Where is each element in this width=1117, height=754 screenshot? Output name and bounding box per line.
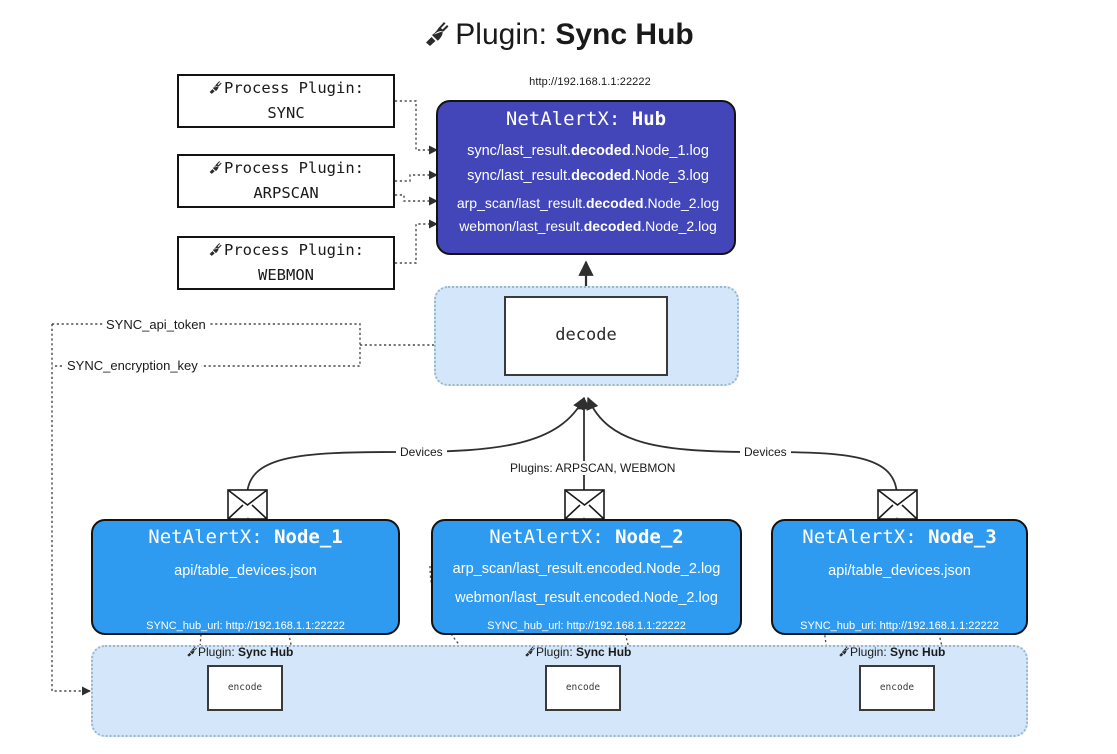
decode-label: decode: [555, 325, 617, 345]
process-plugin-header-text: Process Plugin:: [224, 79, 364, 97]
hub-log-line: arp_scan/last_result.decoded.Node_2.log: [440, 195, 736, 211]
process-plugin-header: Process Plugin:: [177, 79, 395, 97]
node-title-prefix: NetAlertX:: [802, 526, 929, 548]
hub-log-pre: sync/last_result.: [467, 168, 572, 184]
hub-log-post: .Node_3.log: [630, 168, 709, 184]
process-plugin-name: WEBMON: [258, 266, 314, 284]
encoder-plugin-tag: Plugin: Sync Hub: [186, 645, 293, 659]
encode-label: encode: [565, 682, 601, 693]
hub-log-mid: decoded: [571, 168, 631, 184]
decode-box[interactable]: [504, 296, 668, 376]
node-item: webmon/last_result.encoded.Node_2.log: [455, 590, 718, 606]
encoder-plugin-tag: Plugin: Sync Hub: [838, 645, 945, 659]
node-title-name: Node_1: [274, 526, 343, 548]
hub-box[interactable]: [436, 100, 736, 255]
plug-icon: [208, 161, 223, 178]
node-title: NetAlertX: Node_3: [771, 526, 1028, 548]
process-plugin-name: ARPSCAN: [253, 184, 319, 202]
hub-log-line: webmon/last_result.decoded.Node_2.log: [440, 218, 736, 234]
node-footer: SYNC_hub_url: http://192.168.1.1:22222: [487, 620, 686, 632]
hub-url-label: http://192.168.1.1:22222: [529, 76, 651, 88]
encoder-plugin-tag: Plugin: Sync Hub: [524, 645, 631, 659]
node-title: NetAlertX: Node_2: [431, 526, 742, 548]
encoder-tag-prefix: Plugin:: [536, 645, 577, 659]
hub-log-line: sync/last_result.decoded.Node_3.log: [440, 168, 736, 184]
hub-log-mid: decoded: [583, 218, 642, 234]
node-footer: SYNC_hub_url: http://192.168.1.1:22222: [800, 620, 999, 632]
encode-box[interactable]: [207, 665, 283, 711]
node-title-name: Node_3: [928, 526, 997, 548]
hub-log-pre: webmon/last_result.: [459, 218, 584, 234]
encoder-tag-prefix: Plugin:: [850, 645, 891, 659]
title-name: Sync Hub: [555, 18, 694, 51]
plug-icon: [186, 646, 198, 660]
node-title-prefix: NetAlertX:: [148, 526, 275, 548]
node-footer: SYNC_hub_url: http://192.168.1.1:22222: [146, 620, 345, 632]
node-box-node-3[interactable]: [771, 519, 1028, 635]
sync-encryption-key-label: SYNC_encryption_key: [64, 358, 201, 373]
hub-log-post: .Node_2.log: [641, 218, 717, 234]
node-item: arp_scan/last_result.encoded.Node_2.log: [452, 561, 721, 577]
hub-log-pre: sync/last_result.: [467, 143, 572, 159]
hub-log-post: .Node_2.log: [643, 195, 720, 211]
process-plugin-header: Process Plugin:: [177, 241, 395, 259]
title-prefix: Plugin:: [455, 18, 556, 51]
plug-icon: [208, 243, 223, 260]
encode-box[interactable]: [545, 665, 621, 711]
encode-label: encode: [227, 682, 263, 693]
hub-title: NetAlertX: Hub: [436, 108, 736, 130]
page-title: Plugin: Sync Hub: [0, 14, 1117, 56]
process-plugin-box-arpscan[interactable]: [177, 154, 395, 208]
edge-label-plugins: Plugins: ARPSCAN, WEBMON: [506, 461, 680, 475]
node-title: NetAlertX: Node_1: [91, 526, 400, 548]
hub-log-mid: decoded: [571, 143, 631, 159]
encoder-tag-name: Sync Hub: [576, 645, 632, 659]
process-plugin-name: SYNC: [267, 104, 305, 122]
encoder-tag-name: Sync Hub: [890, 645, 946, 659]
node-item: api/table_devices.json: [174, 563, 317, 579]
process-plugin-header-text: Process Plugin:: [224, 159, 364, 177]
hub-title-name: Hub: [631, 108, 667, 130]
process-plugin-header: Process Plugin:: [177, 159, 395, 177]
plug-icon: [423, 16, 451, 58]
sync-api-token-label: SYNC_api_token: [103, 317, 209, 332]
node-title-name: Node_2: [615, 526, 684, 548]
hub-log-post: .Node_1.log: [630, 143, 709, 159]
node-item: api/table_devices.json: [828, 563, 971, 579]
hub-log-pre: arp_scan/last_result.: [456, 195, 587, 211]
encoder-tag-name: Sync Hub: [238, 645, 294, 659]
hub-log-mid: decoded: [586, 195, 644, 211]
process-plugin-box-webmon[interactable]: [177, 236, 395, 290]
node-box-node-2[interactable]: [431, 519, 742, 635]
edge-label-devices-left: Devices: [396, 445, 447, 459]
plug-icon: [208, 81, 223, 98]
plug-icon: [838, 646, 850, 660]
node-box-node-1[interactable]: [91, 519, 400, 635]
encode-label: encode: [879, 682, 915, 693]
edge-label-devices-right: Devices: [740, 445, 791, 459]
node-title-prefix: NetAlertX:: [489, 526, 616, 548]
hub-log-line: sync/last_result.decoded.Node_1.log: [440, 143, 736, 159]
plug-icon: [524, 646, 536, 660]
encode-box[interactable]: [859, 665, 935, 711]
process-plugin-box-sync[interactable]: [177, 74, 395, 128]
process-plugin-header-text: Process Plugin:: [224, 241, 364, 259]
hub-title-prefix: NetAlertX:: [505, 108, 632, 130]
encoder-tag-prefix: Plugin:: [198, 645, 239, 659]
